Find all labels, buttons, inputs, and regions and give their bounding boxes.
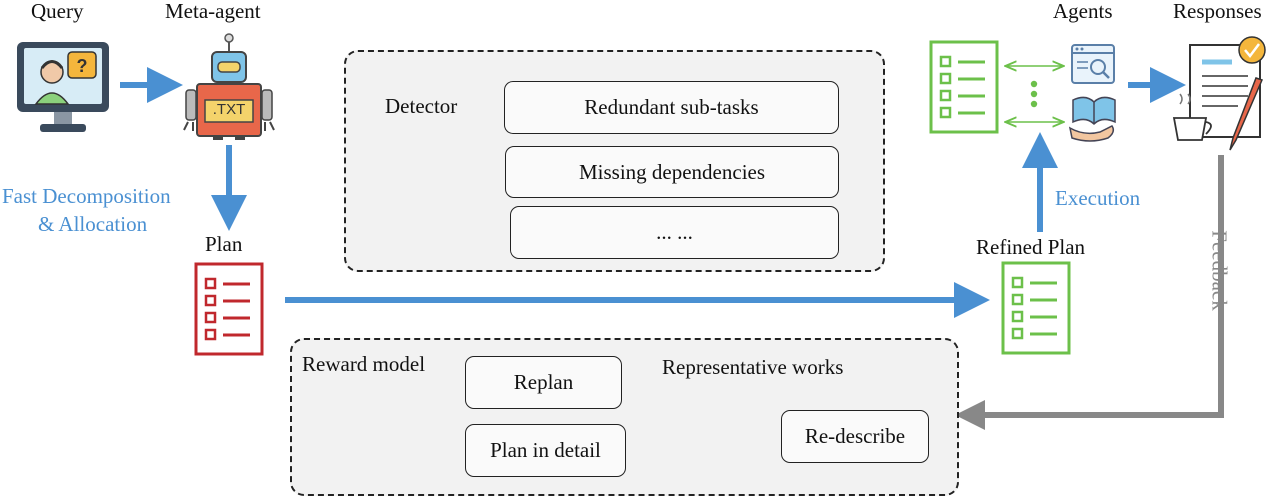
- svg-text:?: ?: [77, 56, 88, 76]
- book-hand-agent-icon: [1068, 96, 1116, 142]
- redescribe-box: Re-describe: [781, 410, 929, 463]
- detector-title: Detector: [385, 94, 458, 118]
- responses-document-icon: [1172, 36, 1266, 151]
- detector-item-ellipsis: ... ...: [510, 206, 839, 259]
- responses-label: Responses: [1173, 0, 1262, 23]
- agent-link-arrows: [1007, 66, 1062, 122]
- reward-model-title: Reward model: [302, 352, 426, 376]
- query-monitor-icon: ?: [17, 42, 109, 132]
- feedback-path-arrow: [955, 155, 1224, 430]
- fast-decomposition-line1: Fast Decomposition: [2, 184, 171, 208]
- detector-item-redundant: Redundant sub-tasks: [504, 81, 839, 134]
- plan-in-detail-box: Plan in detail: [465, 424, 626, 477]
- robot-screen-text: .TXT: [212, 101, 246, 118]
- agents-checklist-icon: [929, 40, 999, 134]
- detector-item-missing: Missing dependencies: [505, 146, 839, 198]
- replan-box: Replan: [465, 356, 622, 409]
- plan-checklist-icon: [194, 262, 264, 356]
- refined-plan-label: Refined Plan: [976, 235, 1086, 259]
- representative-works-title: Representative works: [662, 355, 844, 379]
- feedback-label: Feedback: [1207, 230, 1232, 311]
- meta-agent-label: Meta-agent: [165, 0, 261, 23]
- agents-label: Agents: [1053, 0, 1113, 23]
- query-label: Query: [31, 0, 84, 23]
- browser-search-agent-icon: [1071, 44, 1115, 84]
- execution-label: Execution: [1055, 186, 1141, 210]
- refined-plan-checklist-icon: [1001, 261, 1071, 355]
- fast-decomposition-line2: & Allocation: [38, 212, 148, 236]
- plan-label: Plan: [205, 232, 243, 256]
- meta-agent-robot-icon: [183, 33, 275, 140]
